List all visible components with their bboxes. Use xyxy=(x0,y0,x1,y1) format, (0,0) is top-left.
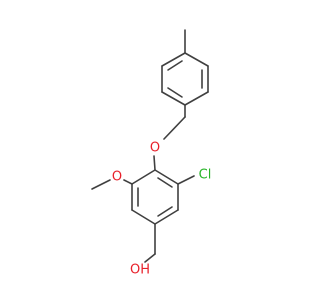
bond xyxy=(184,52,209,67)
bond xyxy=(184,91,209,106)
bond xyxy=(177,175,195,185)
bond xyxy=(157,206,173,217)
bond xyxy=(91,179,111,190)
bond xyxy=(153,155,156,171)
bond xyxy=(131,169,156,185)
bonds xyxy=(91,29,209,263)
atom-label-hydroxyl: OH xyxy=(130,263,150,278)
bond xyxy=(123,179,133,185)
bond xyxy=(163,116,186,140)
atom-labels: O O Cl OH xyxy=(112,141,211,278)
bond xyxy=(131,209,156,225)
molecule-diagram: O O Cl OH xyxy=(91,29,211,278)
bond xyxy=(154,209,179,225)
bond xyxy=(144,253,156,263)
bond xyxy=(167,60,183,71)
bond xyxy=(154,169,179,185)
structure-canvas: O O Cl OH xyxy=(91,29,212,278)
bond xyxy=(161,52,186,67)
bond xyxy=(161,91,186,106)
bond xyxy=(157,177,173,188)
atom-label-chlorine: Cl xyxy=(199,168,212,183)
bond xyxy=(167,87,183,98)
atom-label-o-ether: O xyxy=(150,141,160,156)
atom-label-o-methoxy: O xyxy=(112,170,122,185)
